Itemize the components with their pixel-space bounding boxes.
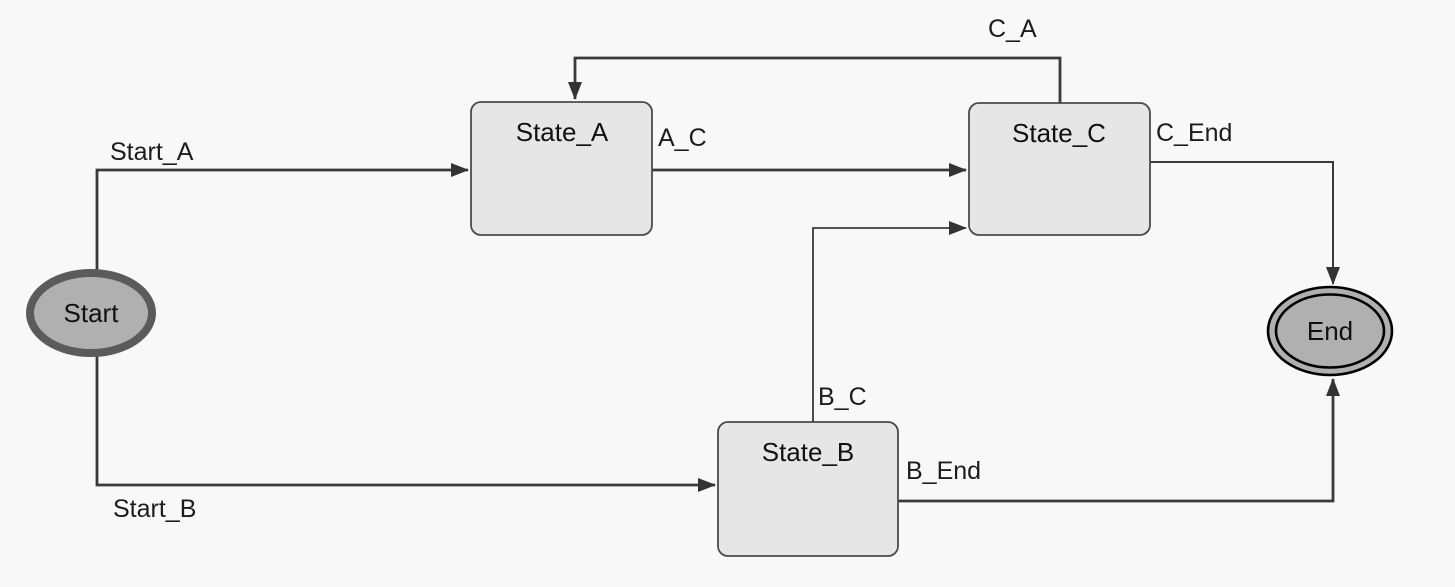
edge-state-b-to-state-c: B_C: [812, 221, 967, 422]
edge-label-start-a: Start_A: [110, 138, 194, 166]
edge-label-c-a: C_A: [988, 15, 1037, 43]
state-a-label: State_A: [516, 117, 609, 147]
edge-label-c-end: C_End: [1156, 119, 1232, 147]
edge-label-b-c: B_C: [818, 383, 867, 411]
state-b-shape: [717, 421, 899, 557]
state-a-shape: [470, 101, 653, 236]
edge-state-a-to-state-c: A_C: [652, 124, 967, 177]
state-c-label: State_C: [1012, 118, 1106, 148]
edge-state-c-to-end: C_End: [1150, 119, 1340, 285]
edge-state-c-to-state-a: C_A: [568, 15, 1062, 103]
state-c-shape: [968, 102, 1151, 236]
end-node-inner-ring: [1274, 293, 1386, 369]
edge-start-to-state-a: Start_A: [95, 138, 469, 270]
node-start: Start: [26, 269, 156, 357]
node-end: End: [1266, 285, 1394, 377]
edge-label-b-end: B_End: [906, 457, 981, 485]
start-node-shape: [26, 269, 156, 357]
end-node-label: End: [1307, 316, 1353, 346]
state-b-label: State_B: [762, 437, 855, 467]
edge-state-b-to-end: B_End: [898, 378, 1340, 503]
node-state-c: State_C: [968, 102, 1151, 236]
edge-start-to-state-b: Start_B: [95, 356, 716, 523]
edge-label-a-c: A_C: [658, 124, 707, 152]
end-node-outer-ring: [1266, 285, 1394, 377]
start-node-label: Start: [64, 298, 120, 328]
node-state-b: State_B: [717, 421, 899, 557]
edge-label-start-b: Start_B: [113, 495, 196, 523]
node-state-a: State_A: [470, 101, 653, 236]
